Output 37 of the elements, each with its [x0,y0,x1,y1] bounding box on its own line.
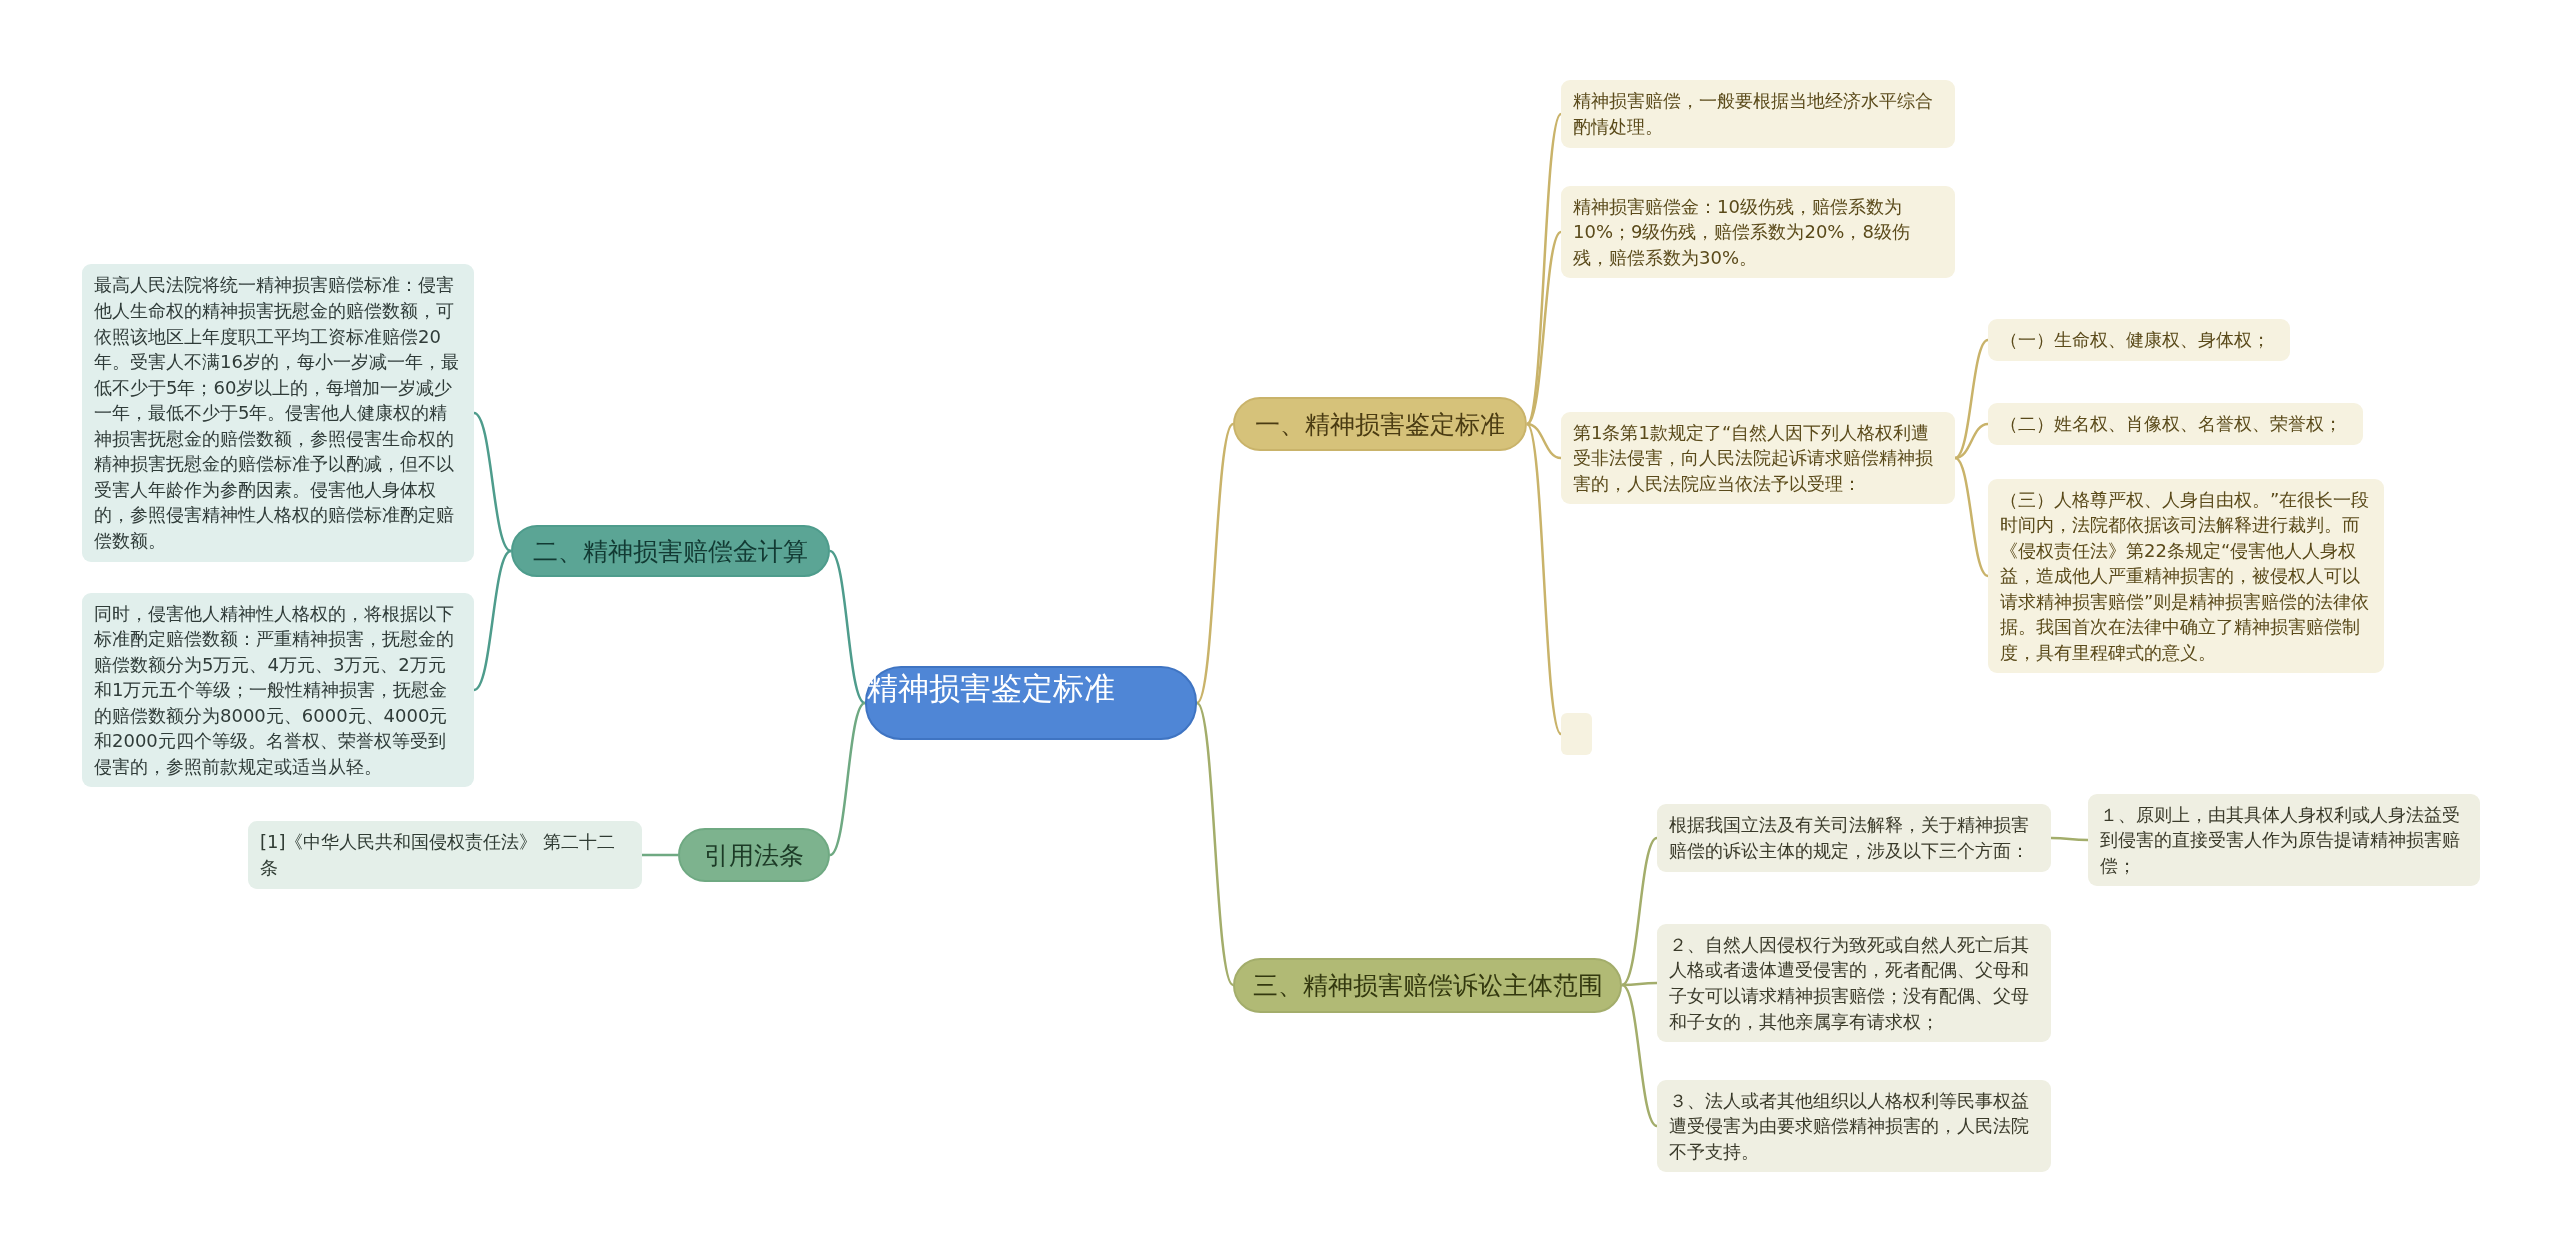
text-card: 第1条第1款规定了“自然人因下列人格权利遭受非法侵害，向人民法院起诉请求赔偿精神损害的，人民法院应当依法予以受理： [1561,411,1955,505]
connector-line [473,411,512,553]
text-card: 精神损害赔偿，一般要根据当地经济水平综合酌情处理。 [1561,80,1955,148]
connector-line [1526,422,1562,460]
text-card: 同时，侵害他人精神性人格权的，将根据以下标准酌定赔偿数额：严重精神损害，抚慰金的赔偿数额分为5万元、4万元、3万元、2万元和1万元五个等级；一般性精神损害，抚慰金的赔偿数额分为8000元、6000元、4000元和2000元四个等级。名誉权、荣誉权等受到侵害的，参照前款规定或适当从轻。 [82,592,474,788]
text-card: （三）人格尊严权、人身自由权。”在很长一段时间内，法院都依据该司法解释进行裁判。而《侵权责任法》第22条规定“侵害他人人身权益，造成他人严重精神损害的，被侵权人可以请求精神损害赔偿”则是精神损害赔偿的法律依据。我国首次在法律中确立了精神损害赔偿制度，具有里程碑式的意义。 [1988,478,2384,674]
connector-line [1526,231,1562,425]
empty-box [1561,713,1592,755]
connector-line [1954,422,1989,460]
connector-line [1196,423,1234,704]
text-card: [1]《中华人民共和国侵权责任法》 第二十二条 [248,821,642,889]
text-card: ３、法人或者其他组织以人格权利等民事权益遭受侵害为由要求赔偿精神损害的，人民法院不予支持。 [1657,1079,2051,1173]
text-card: ２、自然人因侵权行为致死或自然人死亡后其人格或者遗体遭受侵害的，死者配偶、父母和子女可以请求精神损害赔偿；没有配偶、父母和子女的，其他亲属享有请求权； [1657,923,2051,1043]
text-card: １、原则上，由其具体人身权利或人身法益受到侵害的直接受害人作为原告提请精神损害赔偿； [2088,793,2480,887]
connector-line [829,702,866,856]
connector-line [1525,423,1563,735]
connector-line [829,550,866,704]
connector-line [642,853,678,857]
connector-line [1621,983,1658,1128]
text-card: 根据我国立法及有关司法解释，关于精神损害赔偿的诉讼主体的规定，涉及以下三个方面： [1657,804,2051,872]
text-card: 精神损害赔偿金：10级伤残，赔偿系数为10%；9级伤残，赔偿系数为20%，8级伤残，赔偿系数为30%。 [1561,185,1955,279]
branch-topic: 一、精神损害鉴定标准 [1233,397,1527,451]
connector-line [1622,981,1657,987]
connector-line [473,549,512,692]
connector-line [1621,837,1658,986]
connector-line [1196,702,1234,986]
text-card: （一）生命权、健康权、身体权； [1988,319,2290,361]
connector-line [1954,456,1989,578]
branch-topic: 三、精神损害赔偿诉讼主体范围 [1233,957,1622,1013]
connector-line [2051,836,2088,842]
connector-line [1954,338,1989,460]
branch-topic: 二、精神损害赔偿金计算 [511,525,830,577]
text-card: 最高人民法院将统一精神损害赔偿标准：侵害他人生命权的精神损害抚慰金的赔偿数额，可依照该地区上年度职工平均工资标准赔偿20年。受害人不满16岁的，每小一岁减一年，最低不少于5年；60岁以上的，每增加一岁减少一年，最低不少于5年。侵害他人健康权的精神损害抚慰金的赔偿数额，参照侵害生命权的精神损害抚慰金的赔偿标准予以酌减，但不以受害人年龄作为参酌因素。侵害他人身体权的，参照侵害精神性人格权的赔偿标准酌定赔偿数额。 [82,264,474,562]
text-card: （二）姓名权、肖像权、名誉权、荣誉权； [1988,403,2363,445]
connector-line [1525,113,1563,425]
branch-topic: 引用法条 [678,828,830,882]
central-topic: 精神损害鉴定标准 [865,666,1197,740]
